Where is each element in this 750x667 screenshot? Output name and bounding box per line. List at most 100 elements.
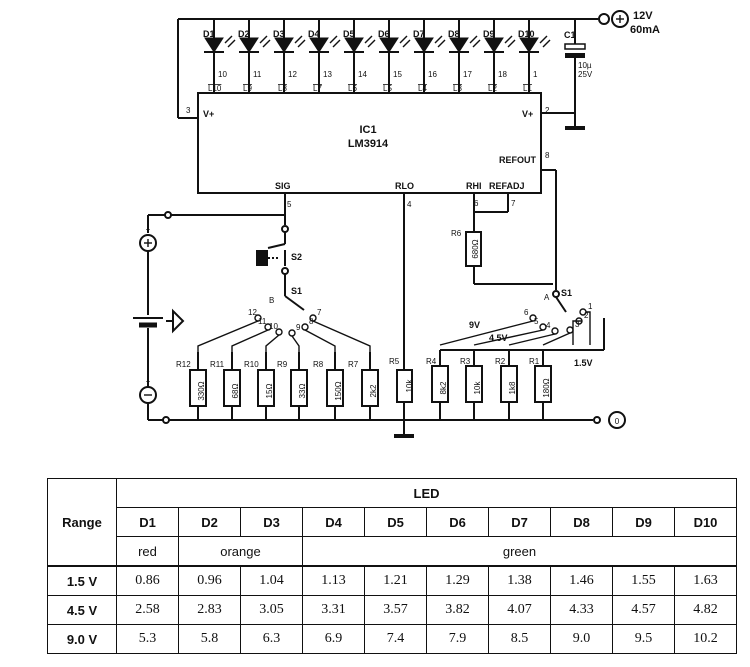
led-output: L4 [418,84,427,93]
threshold-cell: 0.86 [116,565,179,596]
threshold-cell: 5.8 [178,624,241,654]
supply-terminal: 12V 60mA [598,10,660,36]
led-ref: D7 [413,29,425,39]
threshold-cell: 1.13 [302,565,365,596]
range-cell: 9.0 V [47,624,117,654]
led-output: L10 [208,84,222,93]
switch-a-contact-5[interactable]: 5 [473,317,547,346]
switch-s1a-label: S1 [561,288,572,298]
pin-num-6: 6 [474,199,479,208]
capacitor-voltage: 25V [578,70,593,79]
r6-value: 680Ω [471,239,480,258]
switch-a-contact-4[interactable]: 4 [508,321,559,346]
resistor-value: 330Ω [197,381,206,400]
threshold-cell: 1.21 [364,565,427,596]
led-output: L8 [278,84,287,93]
threshold-cell: 6.9 [302,624,365,654]
led-pin: 13 [323,70,332,79]
led-output: L6 [348,84,357,93]
column-header-d5: D5 [364,507,427,537]
resistor-ref: R11 [210,360,225,369]
switch-pole-a: A [544,293,550,302]
threshold-cell: 4.33 [550,595,613,625]
threshold-cell: 4.82 [674,595,737,625]
column-header-d1: D1 [116,507,179,537]
switch-a-contact-6[interactable]: 6 [439,308,537,346]
led-ref: D1 [203,29,215,39]
led-pin: 10 [218,70,227,79]
color-orange: orange [178,536,303,567]
threshold-cell: 1.04 [240,565,303,596]
pin-num-2: 2 [545,106,550,115]
resistor-r3: R3 10k [460,350,483,420]
switch-a-contact-2[interactable]: 2 [572,311,589,345]
led-header: LED [116,478,737,508]
column-header-d3: D3 [240,507,303,537]
switch-b-contact-8[interactable]: 8 [301,317,336,352]
led-ref: D8 [448,29,460,39]
column-header-d9: D9 [612,507,675,537]
resistor-ref: R2 [495,357,506,366]
threshold-cell: 5.3 [116,624,179,654]
contact-number: 4 [546,321,551,330]
switch-b-wiper[interactable] [284,295,305,311]
resistor-ref: R8 [313,360,324,369]
threshold-cell: 9.0 [550,624,613,654]
column-header-d8: D8 [550,507,613,537]
switch-s2-label: S2 [291,252,302,262]
resistor-ref: R3 [460,357,471,366]
switch-b-contact-12[interactable]: 12 [197,308,262,352]
resistor-value: 1k8 [508,381,517,394]
led-output: L9 [243,84,252,93]
switch-b-contact-11[interactable]: 11 [231,317,272,352]
switch-b-contact-10[interactable]: 10 [265,322,283,352]
led-array: D110L10D211L9D312L8D413L7D514L6D615L5D71… [203,19,551,93]
resistor-ref: R7 [348,360,359,369]
color-green: green [302,536,737,567]
threshold-cell: 7.4 [364,624,427,654]
threshold-cell: 6.3 [240,624,303,654]
switch-s1b-label: S1 [291,286,302,296]
resistor-ref: R10 [244,360,259,369]
terminal-plus: + [146,225,151,234]
range-cell: 4.5 V [47,595,117,625]
resistor-value: 33Ω [298,384,307,399]
column-header-d7: D7 [488,507,551,537]
resistor-ref: R9 [277,360,288,369]
pin-num-8: 8 [545,151,550,160]
resistor-value: 10k [473,381,482,395]
terminal-zero: 0 [615,417,620,426]
resistor-ref: R4 [426,357,437,366]
contact-number: 6 [524,308,529,317]
column-header-d10: D10 [674,507,737,537]
resistor-ref: R12 [176,360,191,369]
supply-current: 60mA [630,24,660,36]
threshold-cell: 1.46 [550,565,613,596]
threshold-cell: 4.07 [488,595,551,625]
contact-number: 7 [317,308,322,317]
switch-a-contact-1[interactable]: 1 [579,302,593,345]
threshold-cell: 4.57 [612,595,675,625]
pin-refout: REFOUT [499,155,537,165]
threshold-cell: 1.55 [612,565,675,596]
led-pin: 14 [358,70,367,79]
threshold-cell: 3.82 [426,595,489,625]
range-label-9v: 9V [469,320,480,330]
threshold-cell: 8.5 [488,624,551,654]
ic-part: LM3914 [348,138,389,150]
switch-b-contact-9[interactable]: 9 [288,323,301,352]
switch-b-contact-7[interactable]: 7 [309,308,371,352]
resistor-ref: R1 [529,357,540,366]
